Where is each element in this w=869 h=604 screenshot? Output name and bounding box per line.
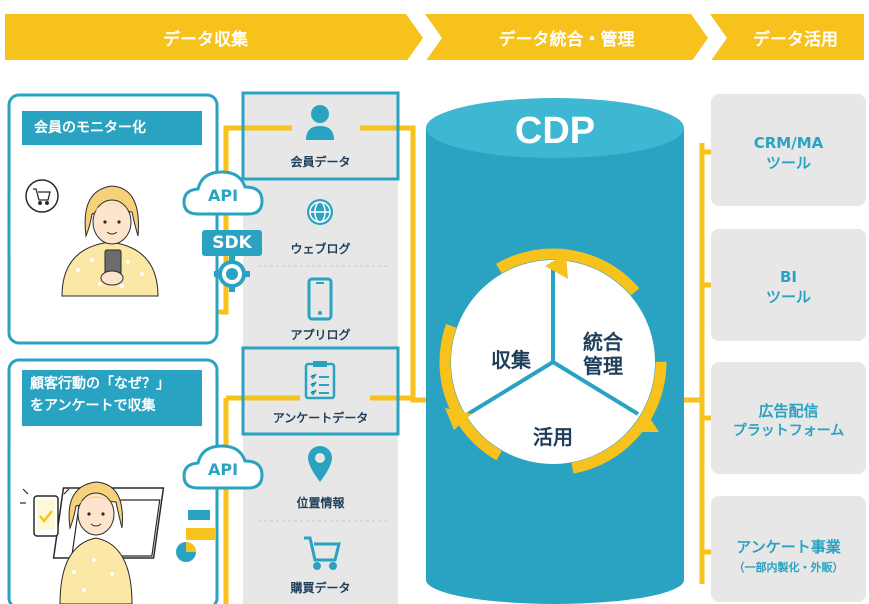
cycle-arrow-1 xyxy=(545,254,568,279)
cycle-integrate-line2: 管理 xyxy=(583,354,623,378)
output-crm-line1: CRM/MA xyxy=(753,134,824,152)
member-person-illustration xyxy=(25,179,159,297)
source-location: 位置情報 xyxy=(296,496,345,510)
location-pin-icon xyxy=(308,446,332,482)
output-box-ads xyxy=(711,362,866,474)
person-icon xyxy=(306,105,334,140)
header-banner xyxy=(5,14,864,60)
customer-person-illustration xyxy=(20,481,216,604)
cycle-use: 活用 xyxy=(533,425,573,449)
output-box-bi xyxy=(711,229,866,341)
header-arrow-collect xyxy=(5,14,423,60)
header-stage-use: データ活用 xyxy=(753,30,838,50)
customer-panel-title-line1: 顧客行動の「なぜ？」 xyxy=(30,376,170,392)
cycle-integrate-line1: 統合 xyxy=(583,330,623,354)
cycle-arrow-2 xyxy=(634,412,659,432)
cdp-title: CDP xyxy=(514,110,596,152)
output-survey-line1: アンケート事業 xyxy=(736,538,841,556)
output-ads-line1: 広告配信 xyxy=(758,402,819,420)
sdk-badge xyxy=(202,230,262,292)
cycle-collect: 収集 xyxy=(491,348,531,372)
source-web-log: ウェブログ xyxy=(290,242,351,256)
output-bi-line1: BI xyxy=(779,268,797,286)
shopping-cart-icon xyxy=(304,536,341,570)
api-cloud-2 xyxy=(182,444,264,490)
sdk-badge-label: SDK xyxy=(212,233,252,253)
output-crm-line2: ツール xyxy=(765,154,811,172)
source-member-data: 会員データ xyxy=(290,155,351,169)
member-panel-title-bar xyxy=(22,111,202,145)
member-data-box xyxy=(241,91,400,181)
survey-data-box xyxy=(241,346,400,436)
output-survey-line2: （一部内製化・外販） xyxy=(733,561,844,574)
source-survey-data: アンケートデータ xyxy=(272,411,369,425)
output-bi-line2: ツール xyxy=(765,288,811,306)
globe-icon xyxy=(307,199,333,225)
api-cloud-1 xyxy=(182,170,264,216)
cart-icon xyxy=(33,188,51,205)
customer-panel-title-line2: をアンケートで収集 xyxy=(30,398,156,414)
header-arrow-use xyxy=(710,14,864,60)
output-box-survey xyxy=(711,496,866,602)
header-stage-collect: データ収集 xyxy=(163,30,248,50)
customer-panel-title-bar xyxy=(22,370,202,426)
clipboard-icon xyxy=(304,361,336,400)
output-ads-line2: プラットフォーム xyxy=(732,423,845,439)
check-icon xyxy=(39,510,53,524)
api-badge-label-2: API xyxy=(207,460,239,479)
source-purchase-data: 購買データ xyxy=(290,581,351,595)
api-badge-label-1: API xyxy=(207,186,239,205)
header-stage-integrate: データ統合・管理 xyxy=(498,30,635,50)
header-arrow-integrate xyxy=(425,14,708,60)
smartphone-icon xyxy=(307,277,333,321)
output-box-crm xyxy=(711,94,866,206)
member-panel-title: 会員のモニター化 xyxy=(34,120,146,136)
cdp-cycle xyxy=(439,248,667,476)
cycle-arrow-3 xyxy=(445,408,472,430)
source-app-log: アプリログ xyxy=(290,328,351,342)
